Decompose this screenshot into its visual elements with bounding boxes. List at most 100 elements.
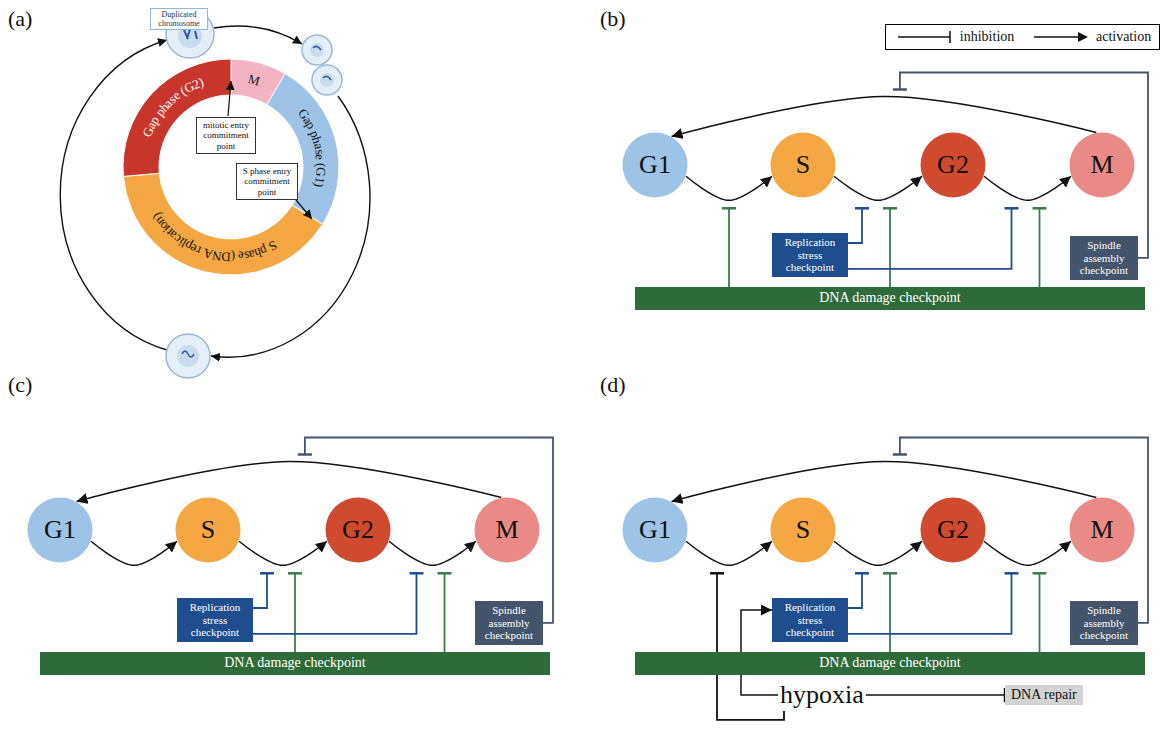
- checkpoint-band: DNA damage checkpoint: [635, 652, 1145, 675]
- phase-circle: G1: [622, 497, 688, 563]
- glyph: (: [231, 250, 236, 263]
- checkpoint-box: Replication stress checkpoint: [772, 233, 848, 277]
- node-text: S: [201, 515, 215, 545]
- panel-label: (a): [8, 6, 32, 32]
- glyph: D: [221, 250, 231, 263]
- checkpoint-box: Replication stress checkpoint: [177, 598, 253, 642]
- activation-connector: [834, 541, 922, 565]
- activation-connector: [686, 176, 772, 200]
- activation-connector: [389, 541, 476, 565]
- circle-shape: [176, 498, 241, 563]
- cell-icon: [302, 35, 332, 65]
- node-text: G2: [937, 150, 969, 180]
- cell-icons: [166, 10, 342, 378]
- chromosome-icon: [182, 351, 194, 357]
- inhibition-line: [848, 208, 862, 243]
- phase-ring: [123, 59, 339, 275]
- activation-connector: [686, 541, 772, 565]
- caption-box: Duplicated chromosome: [150, 8, 208, 30]
- inhibition-line: [253, 573, 267, 608]
- node-text: Spindle assembly checkpoint: [1072, 604, 1136, 642]
- phase-circle: G2: [920, 497, 986, 563]
- inhibition-line: [1039, 573, 1041, 652]
- inhibition-line: [294, 573, 296, 652]
- node-text: M: [1090, 515, 1113, 545]
- checkpoint-box: Spindle assembly checkpoint: [475, 601, 543, 645]
- circle-shape: [623, 133, 688, 198]
- legend-item: inhibition: [894, 29, 1014, 45]
- node-text: Replication stress checkpoint: [774, 601, 846, 639]
- hypoxia-label: hypoxia: [778, 680, 866, 710]
- legend-item: activation: [1030, 29, 1151, 45]
- inhibition-line: [1039, 208, 1041, 287]
- inhibition-line: [889, 573, 891, 652]
- inhibition-line: [900, 438, 1148, 623]
- activation-connector: [984, 176, 1071, 200]
- inhibition-line: [717, 573, 784, 720]
- activation-connector: [672, 96, 1097, 136]
- inhibition-line: [900, 73, 1148, 258]
- phase-circle: M: [1069, 497, 1135, 563]
- node-text: S: [796, 150, 810, 180]
- leader-line: [228, 81, 231, 116]
- nucleus-icon: [320, 73, 334, 87]
- checkpoint-band: DNA damage checkpoint: [40, 652, 550, 675]
- node-text: M: [495, 515, 518, 545]
- nucleus-icon: [177, 345, 199, 367]
- activation-sample: [1034, 36, 1079, 38]
- activation-connector: [239, 541, 327, 565]
- inhibition-line: [889, 208, 891, 287]
- glyph: G: [314, 167, 328, 177]
- checkpoint-box: Replication stress checkpoint: [772, 598, 848, 642]
- process-box: DNA repair: [1005, 685, 1083, 705]
- node-text: S phase entry commitment point: [239, 166, 295, 197]
- glyph: [235, 250, 239, 263]
- node-text: S: [796, 515, 810, 545]
- node-text: G1: [44, 515, 76, 545]
- phase-circle: G1: [622, 132, 688, 198]
- activation-connector: [672, 461, 1097, 501]
- checkpoint-band: DNA damage checkpoint: [635, 287, 1145, 310]
- inhibition-line: [848, 573, 1012, 634]
- node-text: G1: [639, 515, 671, 545]
- checkpoint-box: Spindle assembly checkpoint: [1070, 601, 1138, 645]
- circle-shape: [326, 498, 391, 563]
- node-text: G2: [937, 515, 969, 545]
- commitment-box: S phase entry commitment point: [236, 163, 298, 200]
- chromosome-icon: [323, 76, 331, 80]
- panel-label: (b): [600, 6, 626, 32]
- cell-icon: [312, 65, 342, 95]
- circle-shape: [623, 498, 688, 563]
- phase-circle: S: [175, 497, 241, 563]
- chromosome-icon: [313, 46, 321, 50]
- chromosome-icon: [184, 29, 197, 39]
- circle-shape: [28, 498, 93, 563]
- node-text: M: [1090, 150, 1113, 180]
- panel-label: (c): [8, 372, 32, 398]
- phase-circle: S: [770, 132, 836, 198]
- circle-shape: [921, 498, 986, 563]
- leader-line: [296, 200, 312, 219]
- node-text: G2: [342, 515, 374, 545]
- inhibition-line: [848, 573, 862, 608]
- legend-box: inhibition activation: [885, 24, 1160, 50]
- circle-shape: [771, 133, 836, 198]
- circle-shape: [771, 498, 836, 563]
- node-text: G1: [639, 150, 671, 180]
- cycle-arrow: [60, 40, 167, 350]
- node-text: DNA damage checkpoint: [819, 290, 961, 306]
- legend-swatch: [1030, 30, 1090, 44]
- circle-shape: [921, 133, 986, 198]
- phase-circle: G2: [920, 132, 986, 198]
- circle-shape: [475, 498, 540, 563]
- node-text: mitotic entry commitment point: [199, 120, 253, 151]
- cell-icon: [166, 334, 210, 378]
- node-text: Spindle assembly checkpoint: [1072, 239, 1136, 277]
- activation-connector: [984, 541, 1071, 565]
- node-text: Replication stress checkpoint: [774, 236, 846, 274]
- circle-shape: [1070, 498, 1135, 563]
- activation-connector: [91, 541, 177, 565]
- activation-connector: [834, 176, 922, 200]
- phase-circle: G1: [27, 497, 93, 563]
